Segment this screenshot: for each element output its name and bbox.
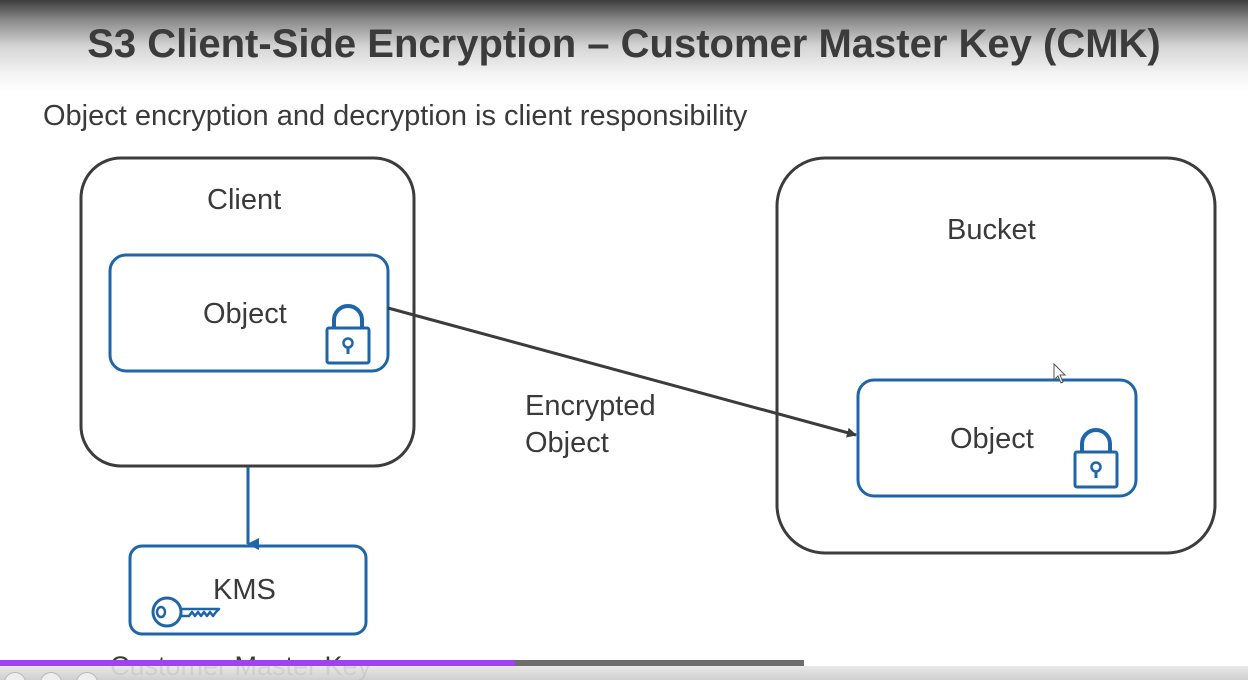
slide-title: S3 Client-Side Encryption – Customer Mas… xyxy=(87,22,1161,66)
client-object-box xyxy=(108,253,390,373)
lock-icon xyxy=(325,304,371,365)
lock-icon xyxy=(1073,428,1119,489)
bucket-box xyxy=(775,156,1217,555)
title-bar xyxy=(0,0,1248,92)
arrow-label-encrypted: Encrypted xyxy=(525,390,656,422)
kms-label: KMS xyxy=(213,574,276,606)
arrow-label-object: Object xyxy=(525,427,609,459)
video-progress-fill xyxy=(0,660,515,666)
encrypted-transfer-arrow xyxy=(387,306,857,438)
player-control-strip xyxy=(0,666,1248,680)
bucket-object-box xyxy=(856,378,1138,498)
key-icon xyxy=(151,596,221,628)
slide-subtitle: Object encryption and decryption is clie… xyxy=(43,100,748,132)
video-progress-bar[interactable] xyxy=(0,660,804,666)
client-label: Client xyxy=(207,184,282,216)
client-object-label: Object xyxy=(203,298,287,330)
client-box xyxy=(79,156,416,468)
mouse-cursor-icon xyxy=(1053,362,1067,384)
bucket-label: Bucket xyxy=(947,214,1036,246)
bucket-object-label: Object xyxy=(950,423,1034,455)
